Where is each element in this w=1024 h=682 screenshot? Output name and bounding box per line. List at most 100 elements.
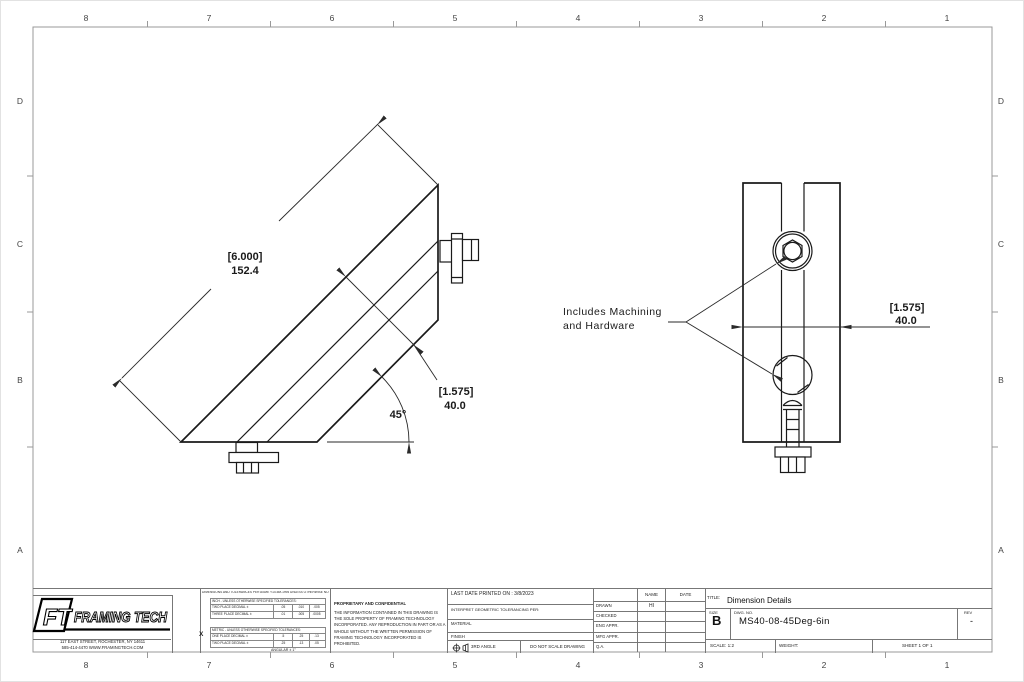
dim-width-inch: [1.575] [439, 386, 474, 398]
divider [200, 589, 201, 653]
dim-length-mm: 152.4 [231, 265, 259, 277]
zone-label: 6 [330, 660, 335, 670]
tolerance-header: DIMENSIONS AND TOLERANCES PER ASME Y14.5… [202, 591, 329, 594]
divider [447, 619, 593, 620]
zone-label: D [17, 96, 23, 106]
approvals-header: NAME DATE [593, 589, 705, 601]
logo-ft-box [32, 597, 74, 633]
approval-row: ENG APPR. [593, 621, 705, 632]
divider [330, 589, 331, 653]
zone-label: 7 [207, 13, 212, 23]
length-dimension: [6.000] 152.4 [112, 115, 439, 443]
zone-label: 7 [207, 660, 212, 670]
note-line1: Includes Machining [563, 306, 662, 318]
dim-width-mm: 40.0 [895, 315, 916, 327]
divider [33, 639, 171, 640]
zone-label: 5 [453, 660, 458, 670]
proprietary-body: THE INFORMATION CONTAINED IN THIS DRAWIN… [334, 610, 446, 647]
framing-tech-logo: FT FRAMING TECH [32, 597, 170, 633]
logo-box [33, 595, 173, 653]
weight-label: WEIGHT: [779, 642, 799, 648]
divider [520, 640, 521, 653]
inch-tolerance-title: INCH - UNLESS OTHERWISE SPECIFIED TOLERA… [211, 599, 325, 606]
inch-tolerance-table: INCH - UNLESS OTHERWISE SPECIFIED TOLERA… [210, 598, 326, 620]
slot-edges [780, 183, 805, 442]
size-label: SIZE [709, 609, 718, 615]
width-dimension: [1.575] 40.0 [336, 267, 474, 412]
divider [593, 589, 594, 653]
title-block: 117 EAST STREET, ROCHESTER, NY 14611 585… [33, 588, 992, 653]
zone-label: 4 [576, 13, 581, 23]
divider [447, 589, 448, 653]
metric-tolerance-title: METRIC - UNLESS OTHERWISE SPECIFIED TOLE… [211, 628, 325, 635]
metric-tolerance-table: METRIC - UNLESS OTHERWISE SPECIFIED TOLE… [210, 627, 326, 649]
divider [872, 639, 873, 653]
zone-label: 3 [699, 13, 704, 23]
divider [705, 639, 992, 640]
zone-label: B [17, 375, 23, 385]
zone-label: A [998, 545, 1004, 555]
title-label: TITLE: [707, 595, 721, 600]
zone-label: 2 [822, 660, 827, 670]
divider [957, 608, 958, 639]
tolerance-row: TWO PLACE DECIMAL ±.25.13.05 [211, 640, 325, 648]
zone-label: 8 [84, 13, 89, 23]
sheet-size: B [712, 613, 722, 628]
angular-tolerance: ANGULAR ± 1° [271, 647, 296, 652]
divider [447, 632, 593, 633]
zone-label: 4 [576, 660, 581, 670]
tolerance-row: TWO PLACE DECIMAL ±.05.010.005 [211, 605, 325, 612]
zone-label: B [998, 375, 1004, 385]
logo-name: FRAMING TECH [74, 610, 167, 626]
part-outline [178, 182, 439, 443]
iso-view: [6.000] 152.4 [1.575] 40.0 45° [112, 115, 480, 474]
dim-width-inch: [1.575] [890, 302, 925, 314]
material-label: MATERIAL [451, 621, 472, 626]
drawing-title: Dimension Details [727, 595, 792, 605]
divider [705, 589, 706, 653]
zone-label: D [998, 96, 1004, 106]
zone-label: 3 [699, 660, 704, 670]
last-printed: LAST DATE PRINTED ON : 3/8/2023 [451, 591, 534, 597]
socket-head-screw [772, 230, 813, 272]
do-not-scale-label: DO NOT SCALE DRAWING [530, 644, 585, 649]
approval-row: CHECKED [593, 611, 705, 622]
third-angle-projection-icon [452, 642, 469, 655]
zone-label: A [17, 545, 23, 555]
metric-selected-mark: X [199, 631, 204, 638]
dwg-no-label: DWG. NO. [734, 609, 754, 615]
sheet-count: SHEET 1 OF 1 [902, 642, 933, 648]
finish-label: FINISH [451, 633, 465, 639]
zone-ticks [27, 21, 998, 658]
tolerance-row: ONE PLACE DECIMAL ±.5.25.13 [211, 634, 325, 641]
anchor-bolt [774, 399, 812, 474]
dim-length-inch: [6.000] [228, 251, 263, 263]
zone-label: 2 [822, 13, 827, 23]
company-contact: 585-414-4470 WWW.FRAMINGTECH.COM [61, 644, 144, 650]
divider [447, 604, 593, 605]
divider [705, 608, 992, 609]
divider [730, 608, 731, 639]
scale: SCALE: 1:2 [710, 642, 735, 648]
note-line2: and Hardware [563, 320, 635, 332]
rev-label: REV [964, 609, 973, 615]
tolerance-row: THREE PLACE DECIMAL ±.01.005.0005 [211, 611, 325, 619]
zone-label: 6 [330, 13, 335, 23]
divider [775, 639, 776, 653]
machining-note: Includes Machining and Hardware [563, 255, 787, 382]
front-width-dimension: [1.575] 40.0 [731, 302, 930, 330]
projection-label: 3RD ANGLE [471, 644, 496, 649]
zone-label: 1 [945, 660, 950, 670]
dim-width-mm: 40.0 [444, 400, 465, 412]
zone-label: C [998, 239, 1004, 249]
date-column-header: DATE [665, 589, 705, 601]
interpret-note: INTERPRET GEOMETRIC TOLERANCING PER: [451, 606, 540, 612]
bottom-fastener [228, 441, 280, 474]
zone-label: C [17, 239, 23, 249]
